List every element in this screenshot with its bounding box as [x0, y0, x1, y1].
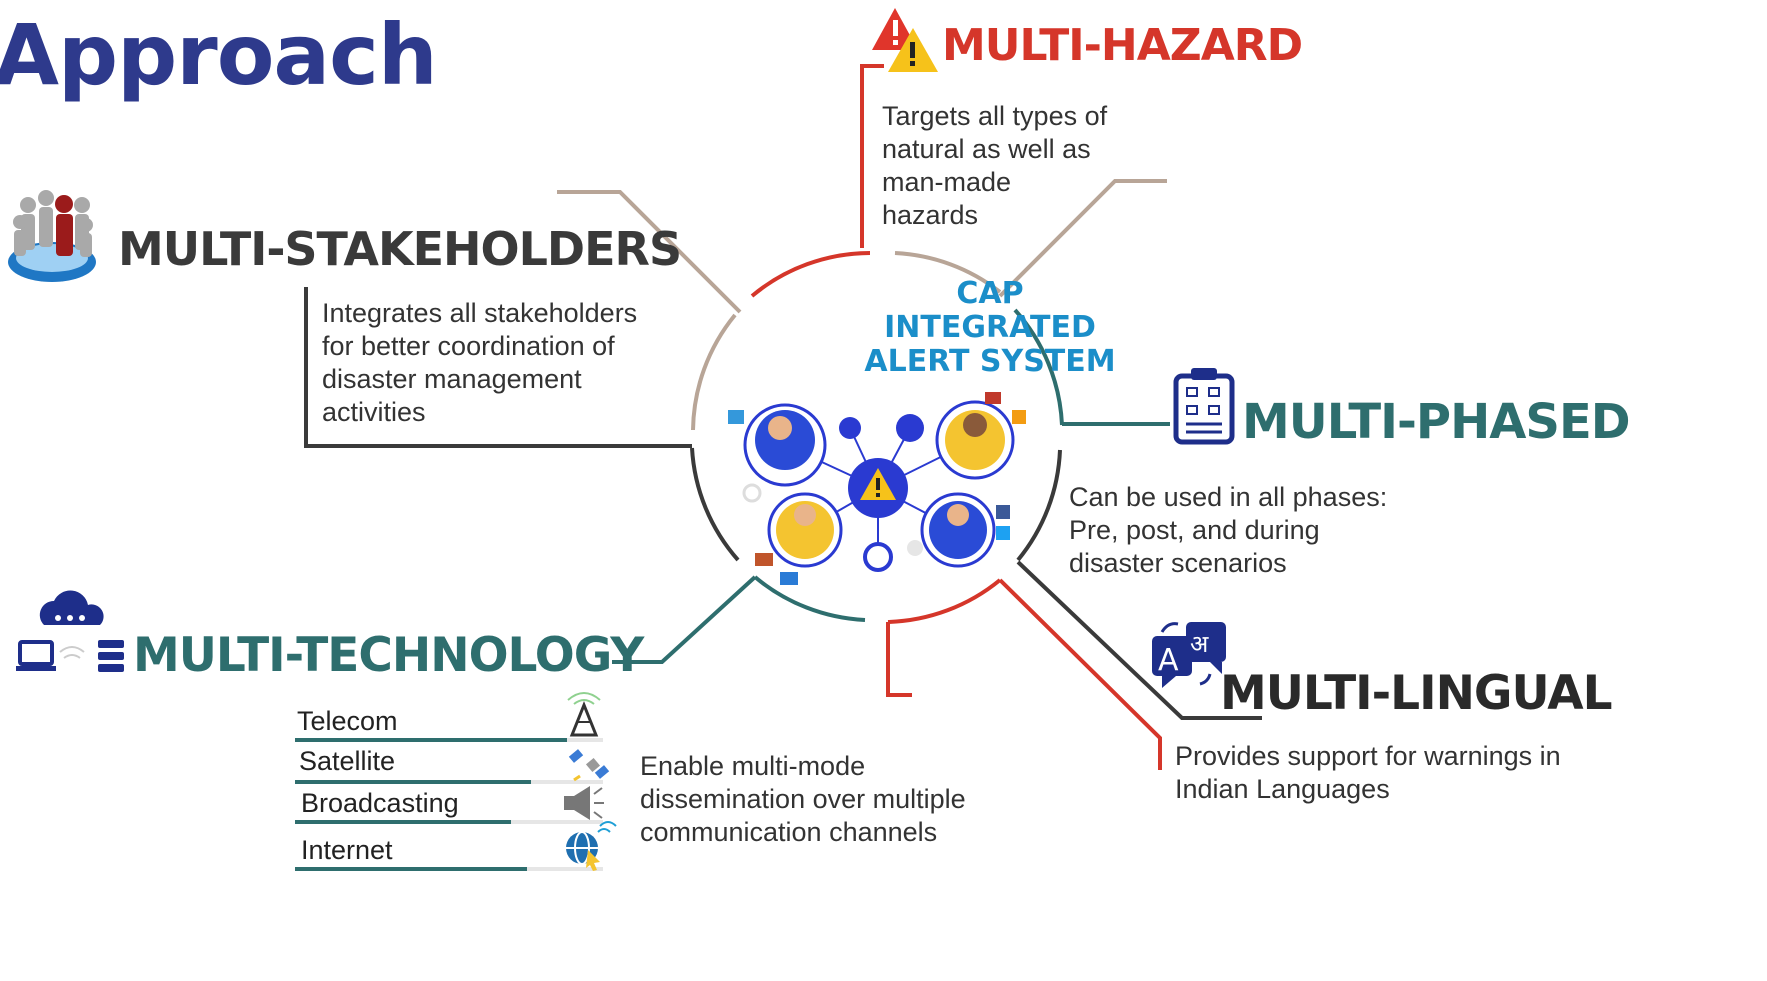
center-title-line: ALERT SYSTEM [864, 344, 1116, 379]
channel-bar [295, 867, 527, 871]
description-line: activities [322, 397, 426, 427]
multi-lingual-description: Provides support for warnings in Indian … [1175, 740, 1561, 806]
center-title-line: CAP [956, 276, 1024, 311]
description-line: Provides support for warnings in [1175, 741, 1561, 771]
ring-segment-right [1013, 308, 1064, 426]
description-line: for better coordination of [322, 331, 615, 361]
channel-label-broadcasting: Broadcasting [301, 788, 459, 818]
globe-icon [566, 821, 617, 871]
description-line: natural as well as [882, 134, 1091, 164]
description-line: Pre, post, and during [1069, 515, 1320, 545]
megaphone-icon [564, 786, 604, 820]
center-title: CAP INTEGRATED ALERT SYSTEM [820, 277, 1160, 379]
channel-bar-remainder [527, 867, 603, 871]
multi-hazard-heading: MULTI-HAZARD [942, 20, 1303, 71]
tower-icon [567, 692, 601, 737]
description-line: Indian Languages [1175, 774, 1390, 804]
description-line: Targets all types of [882, 101, 1108, 131]
description-line: man-made [882, 167, 1012, 197]
satellite-icon [568, 749, 610, 782]
multi-stakeholders-description: Integrates all stakeholders for better c… [322, 297, 637, 429]
ring-segment-left [691, 313, 737, 431]
description-line: Enable multi-mode [640, 751, 866, 781]
channel-label-internet: Internet [301, 835, 393, 865]
description-line: communication channels [640, 817, 938, 847]
channel-bar [295, 780, 531, 784]
channel-bar-remainder [531, 780, 603, 784]
svg-text:A: A [1158, 643, 1179, 678]
ring-segment-top [894, 251, 1002, 294]
channel-bar-remainder [511, 820, 603, 824]
svg-text:अ: अ [1190, 630, 1209, 658]
multi-phased-description: Can be used in all phases: Pre, post, an… [1069, 481, 1387, 580]
ring-segment-stake [690, 447, 740, 562]
description-line: hazards [882, 200, 979, 230]
ring-segment-lingual [887, 578, 1002, 624]
multi-lingual-heading: MULTI-LINGUAL [1220, 666, 1613, 721]
description-line: disaster scenarios [1069, 548, 1287, 578]
multi-phased-heading: MULTI-PHASED [1242, 394, 1631, 450]
multi-technology-heading: MULTI-TECHNOLOGY [133, 628, 644, 683]
page-title: Approach [0, 6, 438, 104]
ring-segment-hazard [750, 251, 871, 298]
multi-hazard-description: Targets all types of natural as well as … [882, 100, 1107, 232]
ring-segment-tech [753, 575, 866, 622]
ring-segment-phase [1016, 449, 1062, 562]
channel-bar [295, 820, 511, 824]
channel-bar-remainder [567, 738, 603, 742]
multi-technology-description: Enable multi-mode dissemination over mul… [640, 750, 966, 849]
channel-bar [295, 738, 567, 742]
description-line: dissemination over multiple [640, 784, 966, 814]
description-line: Integrates all stakeholders [322, 298, 638, 328]
channel-label-satellite: Satellite [299, 746, 396, 776]
description-line: disaster management [322, 364, 582, 394]
channel-label-telecom: Telecom [297, 706, 398, 736]
center-title-line: INTEGRATED [884, 310, 1096, 345]
description-line: Can be used in all phases: [1069, 482, 1388, 512]
multi-stakeholders-heading: MULTI-STAKEHOLDERS [118, 222, 682, 276]
